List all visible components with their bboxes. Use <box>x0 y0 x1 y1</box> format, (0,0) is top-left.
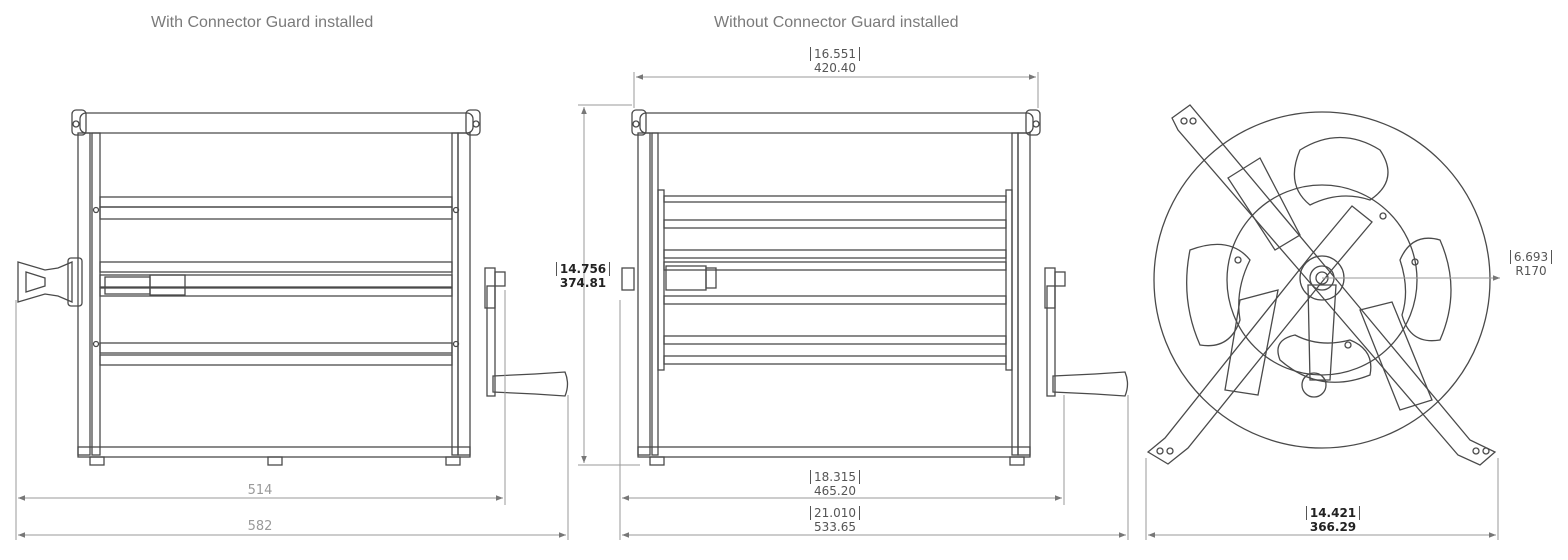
dim-374-mm: 374.81 <box>559 276 607 290</box>
dim-465-inch: 18.315 <box>810 470 860 484</box>
dim-420: 16.551 420.40 <box>800 47 870 75</box>
dim-r170-mm: R170 <box>1515 264 1547 278</box>
dimension-lines-view3 <box>1145 275 1500 540</box>
dim-533-mm: 533.65 <box>814 520 856 534</box>
dim-420-mm: 420.40 <box>814 61 856 75</box>
dim-533-inch: 21.010 <box>810 506 860 520</box>
dimension-lines-view2 <box>578 72 1129 540</box>
caption-without-guard: Without Connector Guard installed <box>714 14 959 31</box>
dim-366: 14.421 366.29 <box>1298 506 1368 534</box>
dim-374: 14.756 374.81 <box>552 262 614 290</box>
dim-420-inch: 16.551 <box>810 47 860 61</box>
dim-465-mm: 465.20 <box>814 484 856 498</box>
front-view-with-guard <box>17 109 569 466</box>
front-view-without-guard <box>621 109 1129 466</box>
dim-r170: 6.693 R170 <box>1503 250 1559 278</box>
side-view <box>1146 104 1497 466</box>
dim-366-inch: 14.421 <box>1305 506 1361 520</box>
dim-465: 18.315 465.20 <box>800 470 870 498</box>
dim-366-mm: 366.29 <box>1309 520 1357 534</box>
caption-with-guard: With Connector Guard installed <box>151 14 374 31</box>
dim-374-inch: 14.756 <box>555 262 611 276</box>
dim-582: 582 <box>247 519 273 534</box>
dim-514: 514 <box>247 483 273 498</box>
dim-533: 21.010 533.65 <box>800 506 870 534</box>
dimension-lines-view1 <box>15 290 569 540</box>
dim-r170-inch: 6.693 <box>1509 250 1553 264</box>
